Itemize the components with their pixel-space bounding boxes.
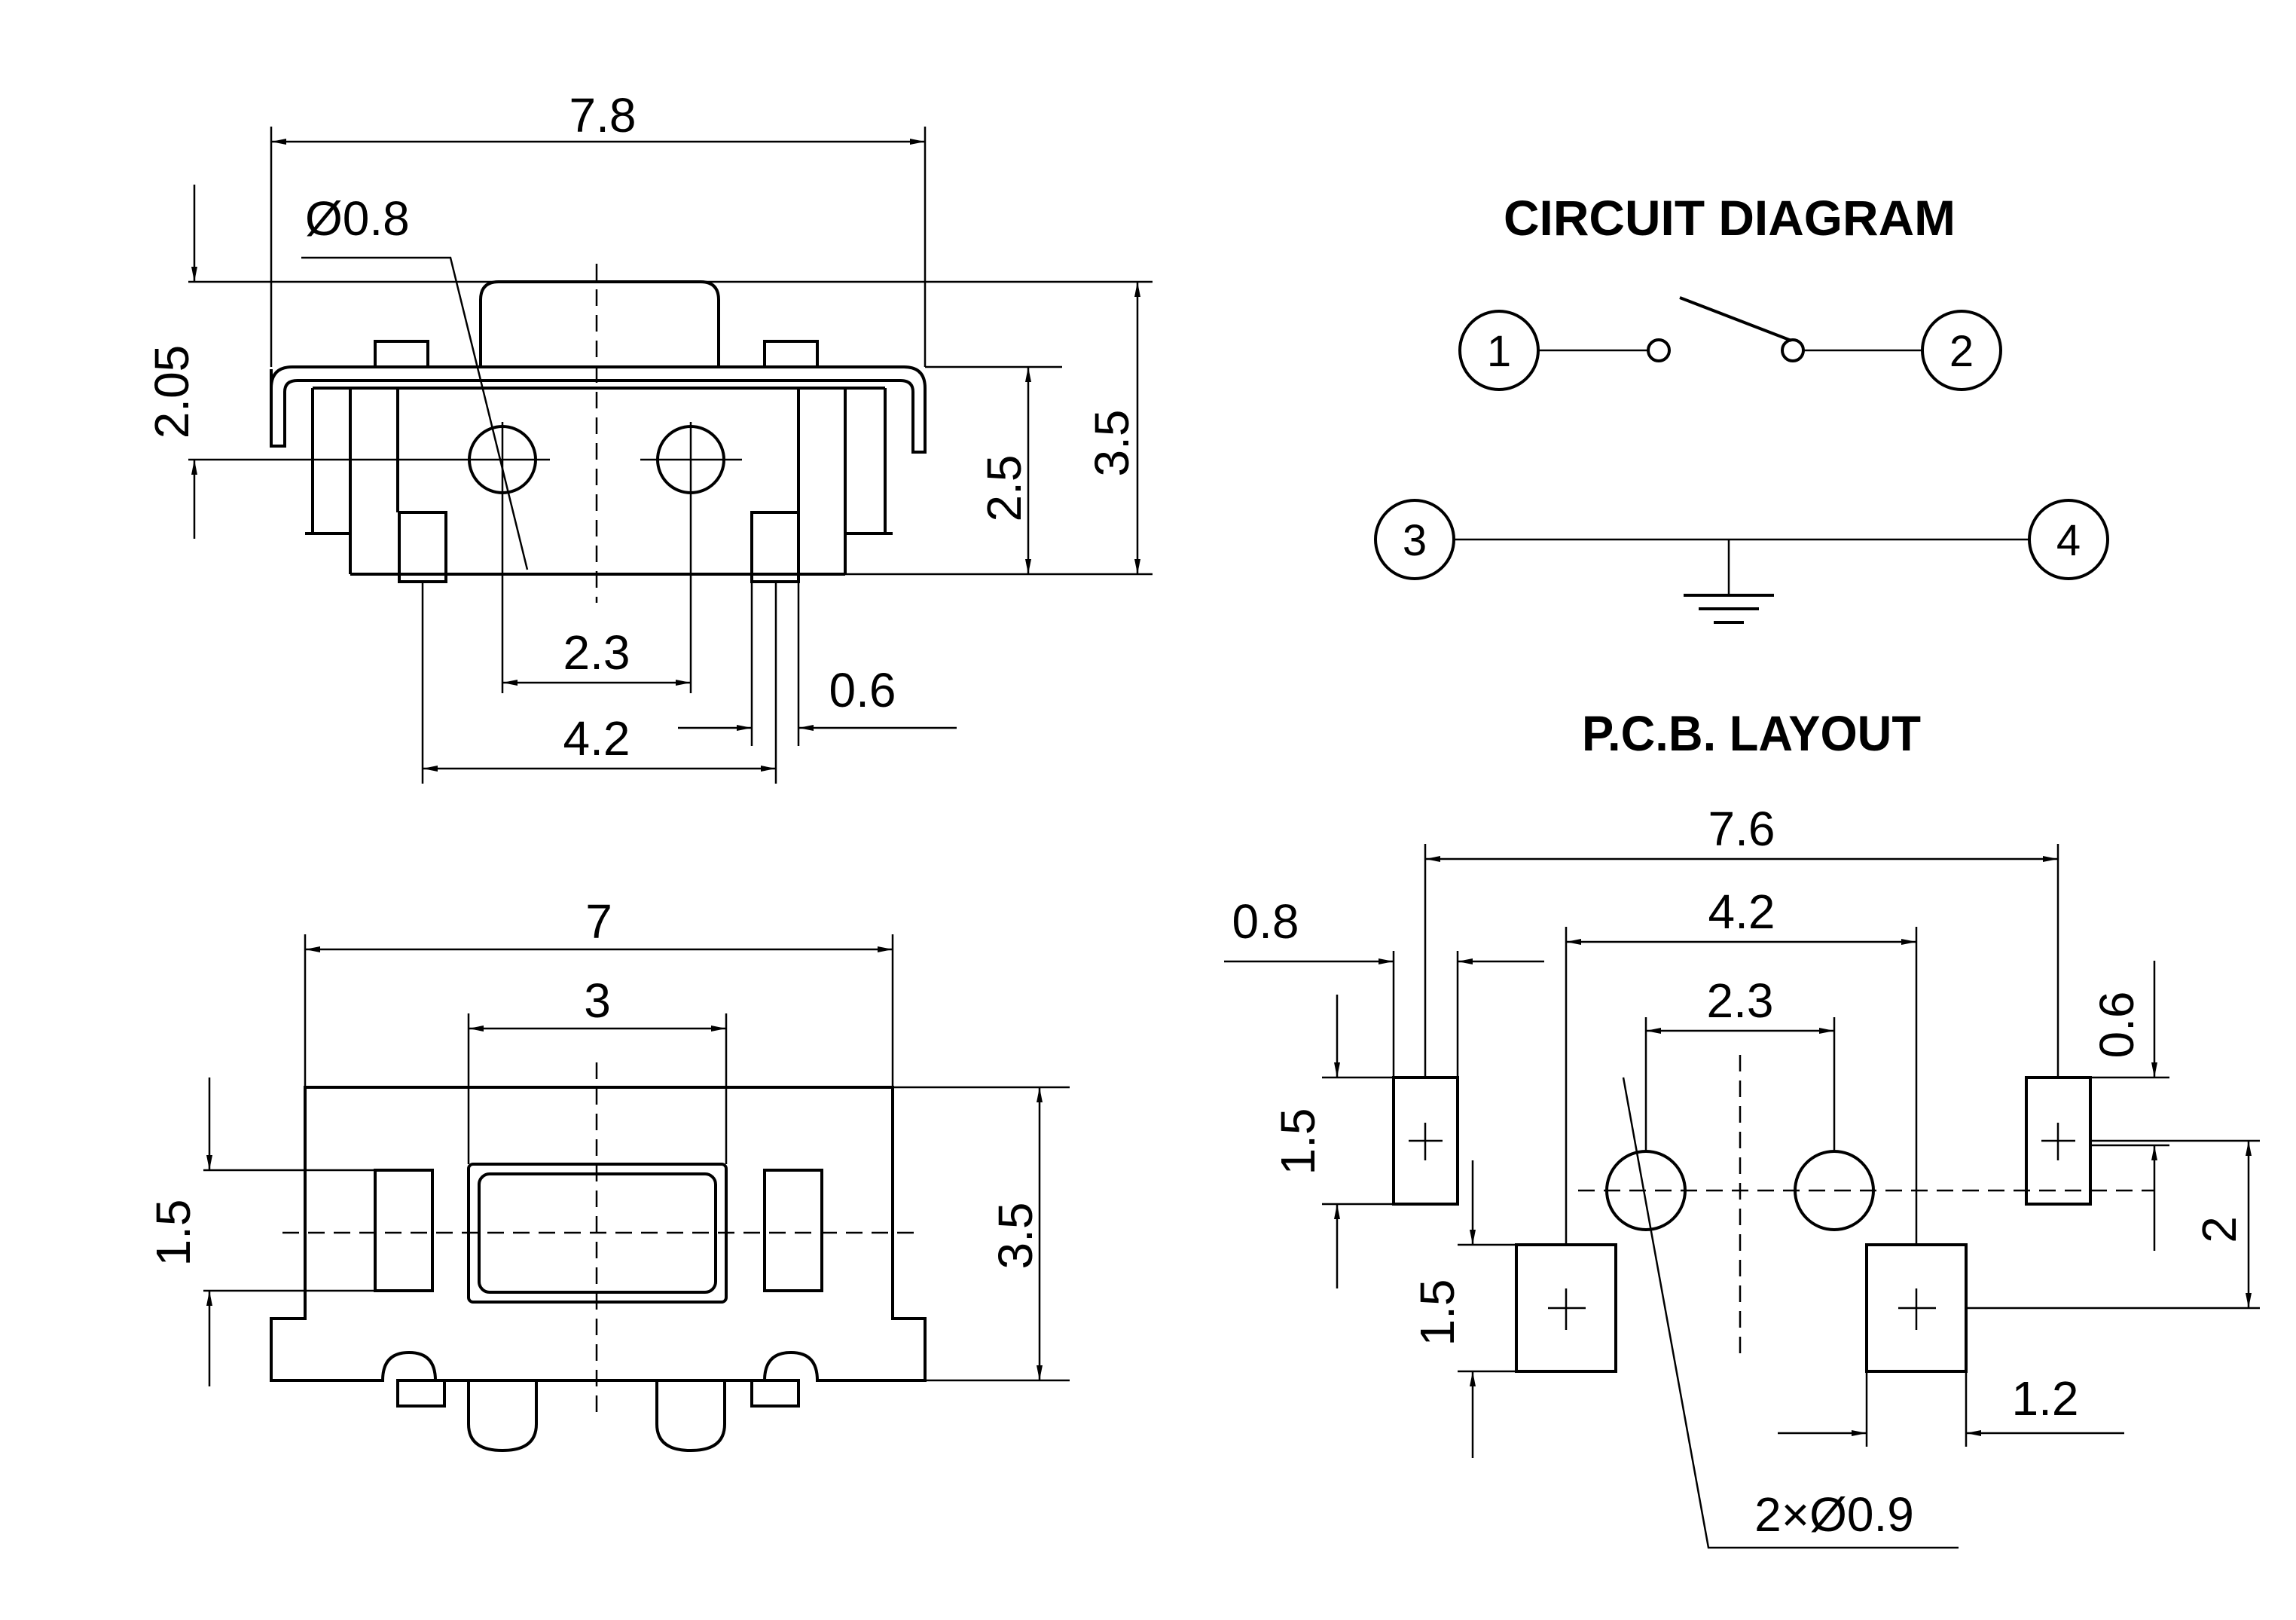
dim-top-button-width: 3 — [584, 974, 611, 1028]
ext-lines-0-8 — [1392, 951, 1459, 1077]
front-frame — [270, 365, 927, 454]
leader-pcb-holes — [1622, 1077, 1959, 1549]
front-lead-left — [398, 511, 447, 583]
front-view: 7.8 Ø0.8 2.05 2.5 3.5 2.3 0.6 4.2 — [145, 88, 1153, 784]
front-tab-left — [374, 340, 429, 368]
ext-lines-4-2 — [421, 582, 777, 784]
ext-lines-0-6 — [750, 582, 800, 746]
pin-1-label: 1 — [1487, 327, 1511, 376]
dim-front-lead-width: 0.6 — [829, 663, 896, 717]
top-lead-left — [396, 1379, 446, 1408]
pin-2-circle — [1921, 310, 2002, 391]
circuit-title: CIRCUIT DIAGRAM — [1504, 190, 1956, 246]
top-nub-left — [467, 1380, 538, 1453]
dim-front-hole-pitch: 2.3 — [563, 625, 630, 680]
switch-blade — [1679, 296, 1792, 342]
top-tab-right — [763, 1169, 823, 1292]
switch-contact-right — [1781, 338, 1805, 362]
dim-pcb-hole-pitch: 2.3 — [1707, 974, 1774, 1028]
ext-lines-2-05 — [188, 280, 1153, 461]
dim-front-height-total: 3.5 — [1085, 410, 1139, 477]
ext-lines-pcb-1-5a — [1322, 1076, 1394, 1206]
ground-symbol-icon — [1684, 594, 1774, 624]
top-body-outline — [270, 1086, 927, 1382]
top-lead-right — [750, 1379, 800, 1408]
top-tab-left — [374, 1169, 434, 1292]
pcb-title: P.C.B. LAYOUT — [1582, 705, 1921, 761]
dim-pcb-total: 7.6 — [1708, 802, 1775, 856]
pcb-pad-crosses — [1409, 1123, 2075, 1330]
dim-pcb-pad-span: 4.2 — [1708, 885, 1775, 939]
dim-top-pad-height: 1.5 — [146, 1200, 200, 1267]
top-view: 7 3 1.5 3.5 — [146, 894, 1070, 1453]
dim-pcb-row-pitch: 2 — [2192, 1216, 2246, 1243]
dim-front-lead-span: 4.2 — [563, 711, 630, 766]
ext-lines-7 — [304, 934, 894, 1087]
top-nub-right — [655, 1380, 726, 1453]
dim-pcb-pad-h-left: 1.5 — [1271, 1108, 1325, 1175]
dim-pcb-holes: 2×Ø0.9 — [1754, 1487, 1914, 1542]
front-lead-right — [750, 511, 800, 583]
pcb-layout: P.C.B. LAYOUT 7.6 4.2 2.3 0.8 — [1224, 705, 2260, 1549]
ext-lines-2-3 — [501, 501, 692, 693]
dim-top-width: 7 — [585, 894, 612, 949]
ext-lines-pcb-0-6 — [2090, 1076, 2169, 1147]
ext-lines-3 — [467, 1013, 728, 1164]
dim-front-height-mid: 2.5 — [977, 455, 1031, 522]
pin-3-label: 3 — [1403, 516, 1427, 565]
dim-pcb-pad-w-right: 0.6 — [2090, 992, 2144, 1059]
ext-lines-top-3-5 — [893, 1086, 1070, 1382]
ext-lines-7-6 — [1424, 844, 2059, 1077]
circuit-diagram: CIRCUIT DIAGRAM 1 2 3 4 — [1374, 190, 2109, 624]
ground-wire — [1454, 538, 2029, 594]
ext-lines-1-5 — [203, 1169, 375, 1292]
dim-pcb-pad-w-lower: 1.2 — [2012, 1371, 2079, 1426]
ext-lines-2 — [1966, 1139, 2260, 1310]
pin-2-label: 2 — [1949, 327, 1974, 376]
dim-front-width: 7.8 — [569, 88, 637, 142]
ext-lines-pcb-2-3 — [1644, 1017, 1836, 1151]
dim-front-hole: Ø0.8 — [305, 191, 410, 246]
front-tab-right — [763, 340, 819, 368]
pin-4-circle — [2028, 499, 2109, 580]
ext-lines-pcb-4-2 — [1565, 927, 1918, 1245]
front-actuator — [479, 280, 720, 367]
dim-pcb-pad-h-lower: 1.5 — [1410, 1279, 1464, 1346]
leader-hole-dia — [301, 256, 529, 570]
dim-top-height: 3.5 — [988, 1203, 1043, 1270]
ext-lines-2-5 — [845, 365, 1153, 576]
pin-4-label: 4 — [2056, 516, 2081, 565]
ext-lines-1-2 — [1865, 1371, 1968, 1447]
dim-front-height-left: 2.05 — [145, 345, 199, 439]
ext-lines-7-8 — [270, 127, 927, 367]
ext-lines-pcb-1-5b — [1458, 1243, 1516, 1373]
dim-pcb-pad-width: 0.8 — [1232, 894, 1299, 949]
switch-contact-left — [1647, 338, 1671, 362]
